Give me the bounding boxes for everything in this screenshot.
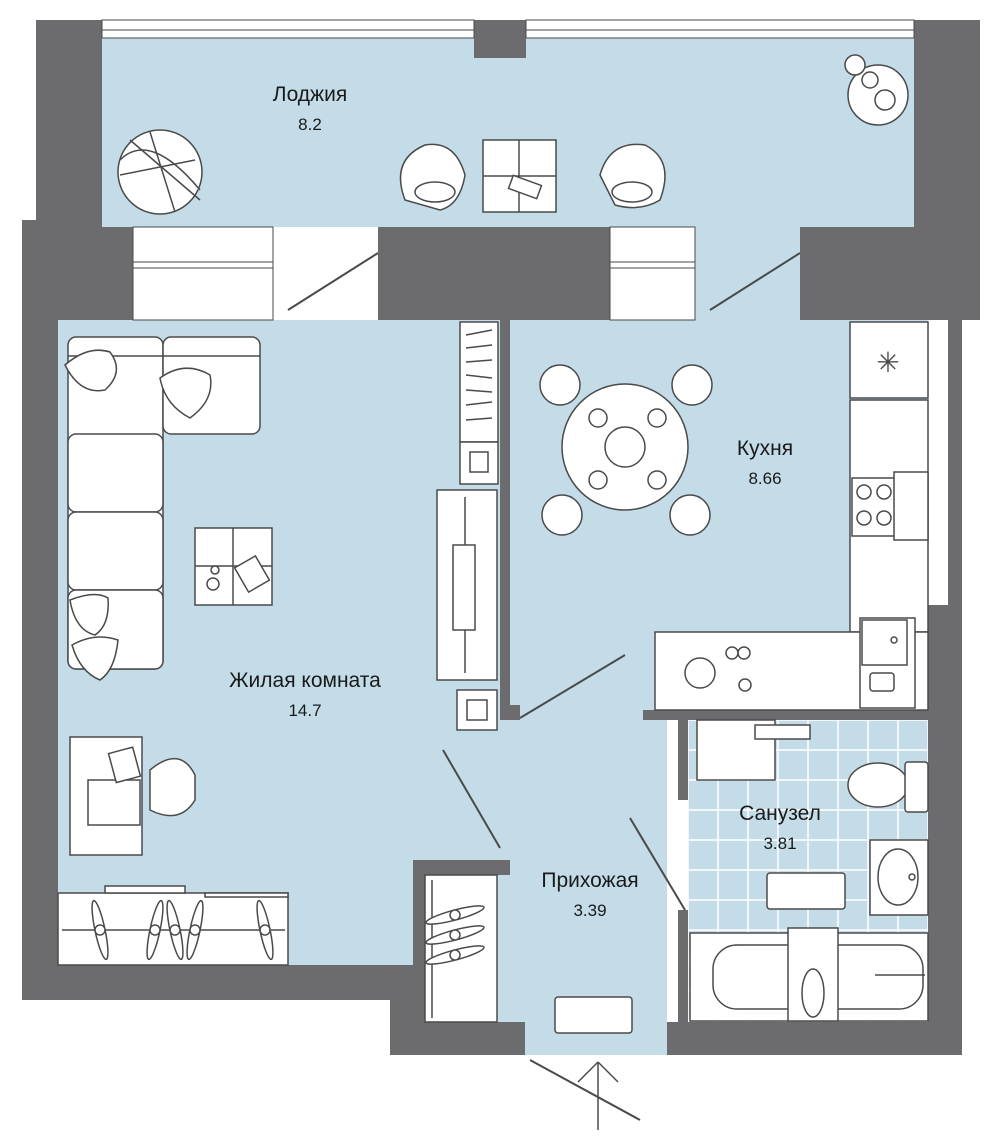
coffee-table [482, 139, 557, 213]
dining-chairs [539, 364, 713, 536]
room-label-living: Жилая комната 14.7 [175, 669, 435, 721]
room-label-hallway: Прихожая 3.39 [510, 869, 670, 921]
column-box [456, 689, 498, 731]
tv-unit [436, 489, 498, 681]
room-area: 3.39 [573, 901, 607, 920]
room-area: 14.7 [288, 701, 322, 720]
room-label-bathroom: Санузел 3.81 [710, 802, 850, 854]
hanger [186, 899, 204, 961]
armchair-right [599, 143, 666, 209]
entrance-wall-right [667, 1022, 962, 1055]
room-name: Кухня [736, 437, 794, 460]
room-name: Санузел [739, 802, 821, 825]
kitchen-furniture [539, 321, 929, 711]
armchair-left [399, 143, 466, 211]
room-area: 8.66 [748, 469, 782, 488]
bathtub [689, 927, 929, 1022]
entrance-arrow-icon [577, 1061, 619, 1130]
balcony-window-right [609, 226, 696, 321]
outer-wall-left [22, 20, 413, 1055]
entrance-wall-left [390, 1022, 525, 1055]
room-label-kitchen: Кухня 8.66 [700, 437, 830, 489]
door-swings [287, 252, 801, 1121]
hallway-furniture [424, 874, 633, 1034]
loggia-window-right [525, 19, 915, 39]
partition-living-kitchen [500, 320, 510, 720]
hanger [256, 899, 274, 961]
partition-bath-left-top [678, 710, 688, 800]
bookshelf [459, 321, 499, 485]
sofa [64, 336, 261, 681]
plant [844, 54, 909, 126]
partition-closet-left [413, 860, 425, 1055]
room-name: Жилая комната [229, 669, 381, 692]
room-name: Прихожая [541, 869, 639, 892]
door-mat [554, 996, 633, 1034]
hanger [425, 945, 485, 965]
walls [22, 20, 980, 1055]
hanger [146, 899, 164, 961]
room-name: Лоджия [272, 83, 348, 106]
loggia-furniture [117, 54, 909, 215]
hangers-living [91, 899, 274, 961]
hanging-chair [117, 129, 203, 215]
partition-stub [500, 705, 520, 720]
dining-table [561, 383, 689, 511]
living-coffee-table [194, 527, 273, 606]
sink [861, 619, 908, 692]
hanger [166, 899, 184, 961]
partition-bath-left-bottom [678, 910, 688, 1022]
loggia-top-pillar [474, 20, 526, 58]
bath-mat [766, 872, 846, 910]
washbasin [869, 839, 929, 916]
living-furniture [57, 321, 499, 966]
partition-kitchen-bath [643, 710, 928, 720]
loggia-window-left [101, 19, 475, 39]
hanger [425, 905, 485, 925]
fridge [849, 321, 929, 399]
hanger [425, 925, 485, 945]
snowflake-icon: ✳ [876, 346, 899, 379]
kitchen-appliances [684, 646, 752, 692]
windows [101, 19, 915, 321]
bathroom-fixtures [689, 719, 929, 1022]
partition-hallway-closet [413, 860, 510, 875]
outer-wall-right [667, 20, 980, 1055]
toilet [847, 761, 929, 813]
room-area: 8.2 [298, 115, 322, 134]
central-pillar [378, 227, 610, 320]
balcony-window-left [132, 226, 274, 321]
desk [69, 736, 196, 856]
hangers-hallway [425, 905, 485, 965]
stove [851, 471, 929, 541]
room-area: 3.81 [763, 834, 797, 853]
hanger [91, 899, 109, 961]
room-label-loggia: Лоджия 8.2 [230, 83, 390, 135]
washing-machine [696, 719, 811, 781]
